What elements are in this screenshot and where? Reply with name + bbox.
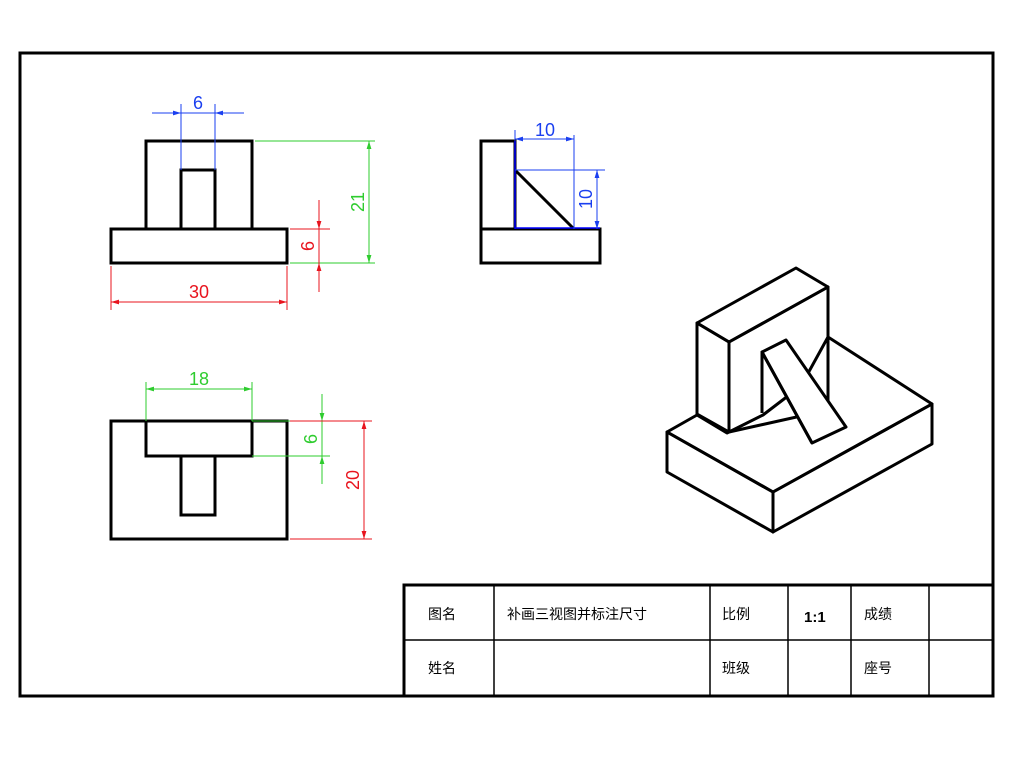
dim-side-rib-width: 10 [535, 120, 555, 140]
front-view [109, 139, 289, 265]
iso-upright-front [695, 321, 731, 434]
top-view-dimensions: 18 6 20 [145, 369, 372, 540]
isometric-view [665, 266, 934, 534]
label-scale: 比例 [722, 607, 750, 623]
front-upright [144, 139, 254, 231]
top-rib [179, 454, 217, 517]
front-rib [179, 168, 217, 231]
iso-base-front [665, 430, 775, 534]
value-drawing-name: 补画三视图并标注尺寸 [507, 607, 647, 623]
dim-top-total-depth: 20 [343, 470, 363, 490]
label-class: 班级 [722, 661, 750, 677]
label-seat: 座号 [864, 661, 892, 677]
side-view-dimensions: 10 10 [514, 120, 605, 229]
dim-top-upright-width: 18 [189, 369, 209, 389]
dim-front-base-width: 30 [189, 282, 209, 302]
dim-front-slot-width: 6 [193, 93, 203, 113]
dim-front-total-height: 21 [348, 192, 368, 212]
front-view-dimensions: 6 21 6 30 [110, 93, 375, 310]
top-view [109, 419, 289, 541]
label-drawing-name: 图名 [428, 607, 456, 623]
dim-front-base-height: 6 [298, 241, 318, 251]
iso-upright-top [695, 266, 830, 344]
dim-top-upright-depth: 6 [301, 434, 321, 444]
title-block-text: 图名 补画三视图并标注尺寸 比例 1:1 成绩 姓名 班级 座号 [428, 607, 892, 677]
label-student-name: 姓名 [428, 661, 456, 677]
front-base [109, 227, 289, 265]
top-base [109, 419, 289, 541]
label-grade: 成绩 [864, 607, 892, 623]
side-base [479, 227, 602, 265]
side-upright [479, 139, 517, 231]
title-block [402, 583, 995, 698]
top-upright [144, 419, 254, 458]
value-scale: 1:1 [804, 609, 826, 626]
side-rib-edge [513, 168, 576, 231]
dim-side-rib-height: 10 [576, 189, 596, 209]
iso-base-right [771, 402, 934, 534]
